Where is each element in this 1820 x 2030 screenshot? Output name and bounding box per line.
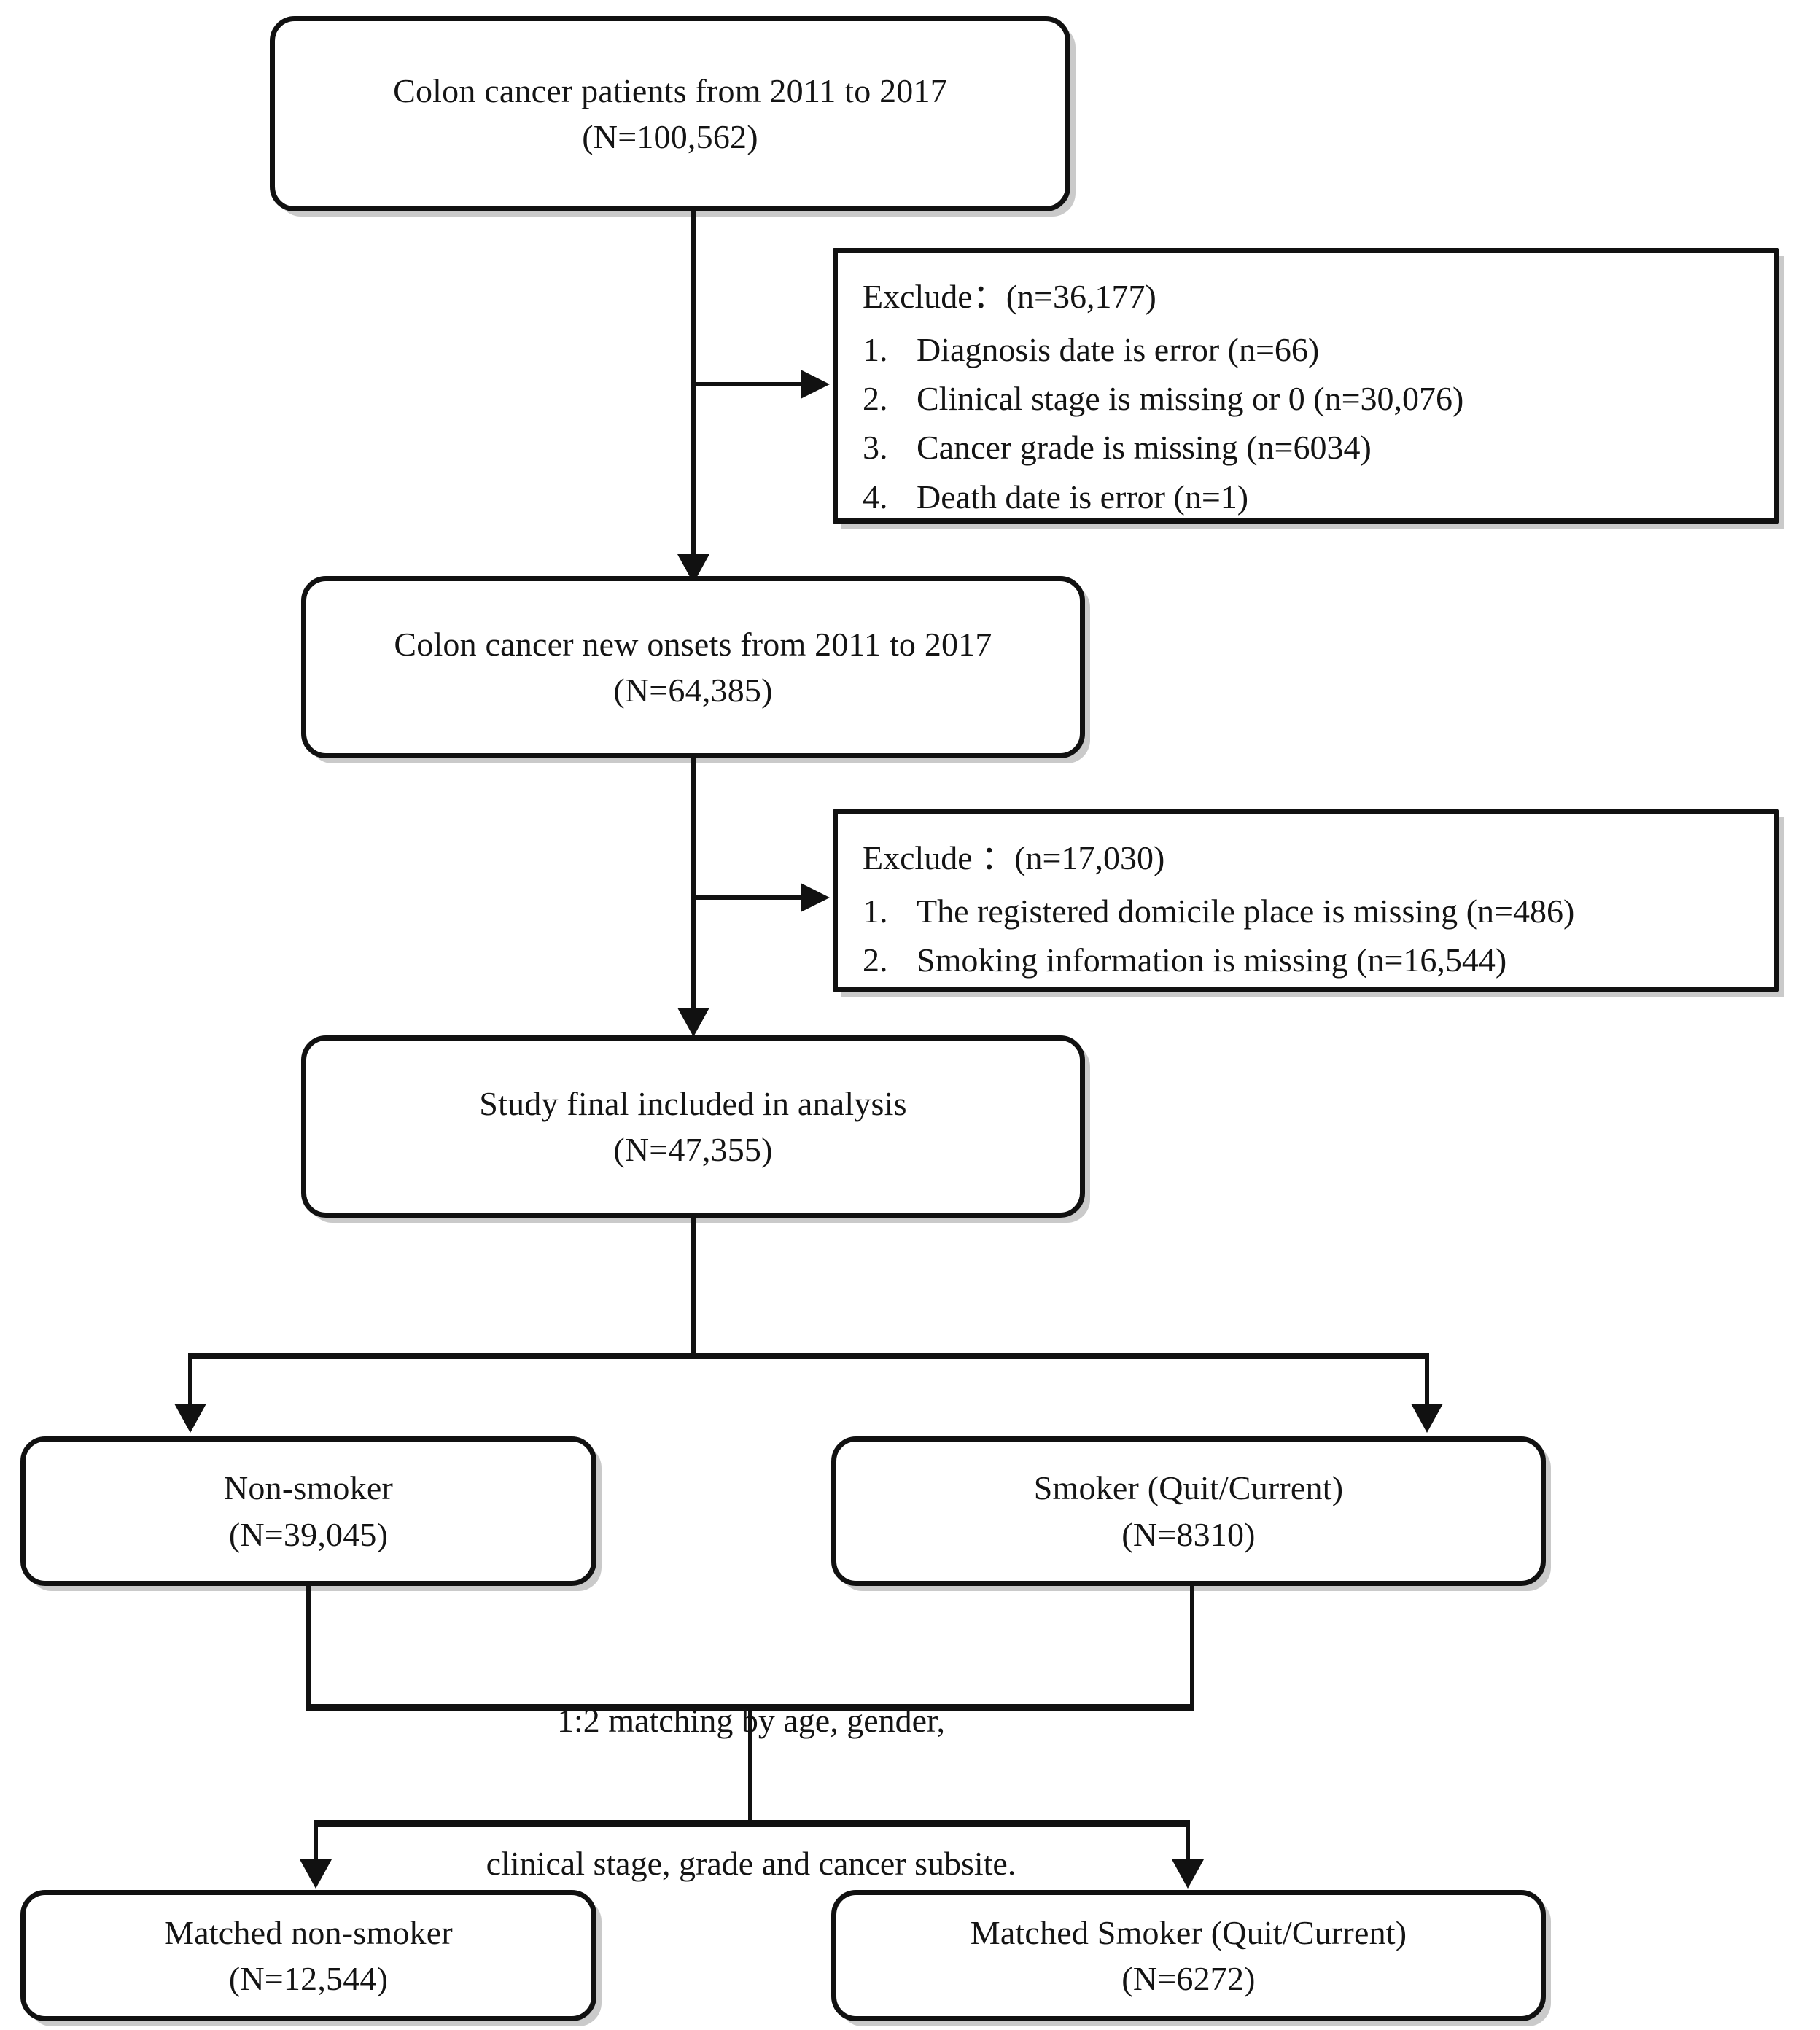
connector-to-exclude-2 bbox=[691, 895, 801, 900]
connector-merge-bar bbox=[306, 1704, 1194, 1711]
node-matched-non-smoker: Matched non-smoker (N=12,544) bbox=[20, 1890, 596, 2021]
exclude-first-heading: Exclude：(n=36,177) bbox=[863, 278, 1156, 315]
arrowhead-to-matched-non-smoker bbox=[300, 1859, 332, 1889]
connector-split-left-drop bbox=[188, 1353, 192, 1407]
exclude-first-item-1-text: Diagnosis date is error (n=66) bbox=[917, 331, 1320, 369]
connector-matched-right-drop bbox=[1186, 1820, 1190, 1864]
exclude-first-item-2: 2. Clinical stage is missing or 0 (n=30,… bbox=[863, 374, 1759, 423]
node-matched-smoker-line1: Matched Smoker (Quit/Current) bbox=[970, 1913, 1407, 1951]
connector-smoker-drop bbox=[1190, 1586, 1194, 1708]
exclude-second-item-1-num: 1. bbox=[863, 892, 888, 930]
exclude-second-item-2-num: 2. bbox=[863, 941, 888, 979]
exclude-box-second: Exclude ：(n=17,030) 1. The registered do… bbox=[833, 809, 1779, 992]
exclude-first-item-3-text: Cancer grade is missing (n=6034) bbox=[917, 429, 1372, 467]
exclude-second-list: 1. The registered domicile place is miss… bbox=[863, 887, 1759, 984]
connector-split-bar-bottom bbox=[314, 1820, 1190, 1827]
exclude-first-item-4: 4. Death date is error (n=1) bbox=[863, 472, 1759, 521]
node-matched-non-smoker-line1: Matched non-smoker bbox=[164, 1913, 453, 1951]
connector-matched-left-drop bbox=[314, 1820, 318, 1864]
matching-caption-line1: 1:2 matching by age, gender, bbox=[556, 1701, 946, 1739]
node-new-onsets-line1: Colon cancer new onsets from 2011 to 201… bbox=[394, 625, 992, 663]
arrowhead-to-exclude-2 bbox=[801, 883, 830, 912]
arrowhead-to-non-smoker bbox=[174, 1404, 206, 1433]
connector-matching-trunk bbox=[748, 1711, 752, 1820]
exclude-first-item-1: 1. Diagnosis date is error (n=66) bbox=[863, 325, 1759, 374]
exclude-first-item-4-text: Death date is error (n=1) bbox=[917, 478, 1249, 516]
exclude-first-item-2-text: Clinical stage is missing or 0 (n=30,076… bbox=[917, 380, 1464, 418]
node-matched-non-smoker-count: (N=12,544) bbox=[228, 1960, 389, 1997]
node-source-cohort-count: (N=100,562) bbox=[582, 118, 758, 155]
arrowhead-to-smoker bbox=[1411, 1404, 1443, 1433]
arrowhead-onsets-to-final bbox=[677, 1008, 709, 1037]
exclude-first-item-4-num: 4. bbox=[863, 478, 888, 516]
connector-to-exclude-1 bbox=[691, 382, 801, 386]
exclude-first-list: 1. Diagnosis date is error (n=66) 2. Cli… bbox=[863, 325, 1759, 521]
node-final-study-count: (N=47,355) bbox=[613, 1131, 773, 1168]
exclude-second-item-2: 2. Smoking information is missing (n=16,… bbox=[863, 936, 1759, 984]
node-matched-smoker: Matched Smoker (Quit/Current) (N=6272) bbox=[831, 1890, 1546, 2021]
connector-non-smoker-drop bbox=[306, 1586, 311, 1708]
node-non-smoker-line1: Non-smoker bbox=[224, 1469, 393, 1507]
exclude-first-item-3-num: 3. bbox=[863, 429, 888, 467]
exclude-first-item-2-num: 2. bbox=[863, 380, 888, 418]
exclude-box-first: Exclude：(n=36,177) 1. Diagnosis date is … bbox=[833, 248, 1779, 524]
node-final-study-line1: Study final included in analysis bbox=[479, 1084, 907, 1122]
exclude-second-item-1-text: The registered domicile place is missing… bbox=[917, 892, 1575, 930]
arrowhead-to-matched-smoker bbox=[1172, 1859, 1204, 1889]
node-source-cohort: Colon cancer patients from 2011 to 2017 … bbox=[270, 16, 1070, 211]
exclude-first-item-3: 3. Cancer grade is missing (n=6034) bbox=[863, 423, 1759, 472]
arrowhead-to-exclude-1 bbox=[801, 370, 830, 399]
node-new-onsets-count: (N=64,385) bbox=[613, 672, 773, 709]
exclude-second-item-2-text: Smoking information is missing (n=16,544… bbox=[917, 941, 1507, 979]
matching-caption-line2: clinical stage, grade and cancer subsite… bbox=[486, 1844, 1016, 1882]
connector-onsets-to-final bbox=[691, 758, 696, 1014]
connector-split-right-drop bbox=[1425, 1353, 1429, 1407]
connector-source-to-onsets bbox=[691, 211, 696, 561]
node-new-onsets: Colon cancer new onsets from 2011 to 201… bbox=[301, 576, 1085, 758]
node-smoker-line1: Smoker (Quit/Current) bbox=[1033, 1469, 1344, 1507]
node-final-study: Study final included in analysis (N=47,3… bbox=[301, 1035, 1085, 1218]
exclude-second-item-1: 1. The registered domicile place is miss… bbox=[863, 887, 1759, 936]
node-source-cohort-line1: Colon cancer patients from 2011 to 2017 bbox=[393, 71, 947, 109]
matching-caption: 1:2 matching by age, gender, clinical st… bbox=[314, 1601, 1189, 1983]
node-non-smoker-count: (N=39,045) bbox=[228, 1515, 389, 1553]
node-non-smoker: Non-smoker (N=39,045) bbox=[20, 1436, 596, 1586]
connector-final-trunk bbox=[691, 1218, 696, 1353]
exclude-second-heading: Exclude ：(n=17,030) bbox=[863, 839, 1165, 876]
node-smoker-count: (N=8310) bbox=[1121, 1515, 1256, 1553]
connector-split-bar-top bbox=[188, 1353, 1429, 1359]
node-matched-smoker-count: (N=6272) bbox=[1121, 1960, 1256, 1997]
exclude-first-item-1-num: 1. bbox=[863, 331, 888, 369]
node-smoker: Smoker (Quit/Current) (N=8310) bbox=[831, 1436, 1546, 1586]
